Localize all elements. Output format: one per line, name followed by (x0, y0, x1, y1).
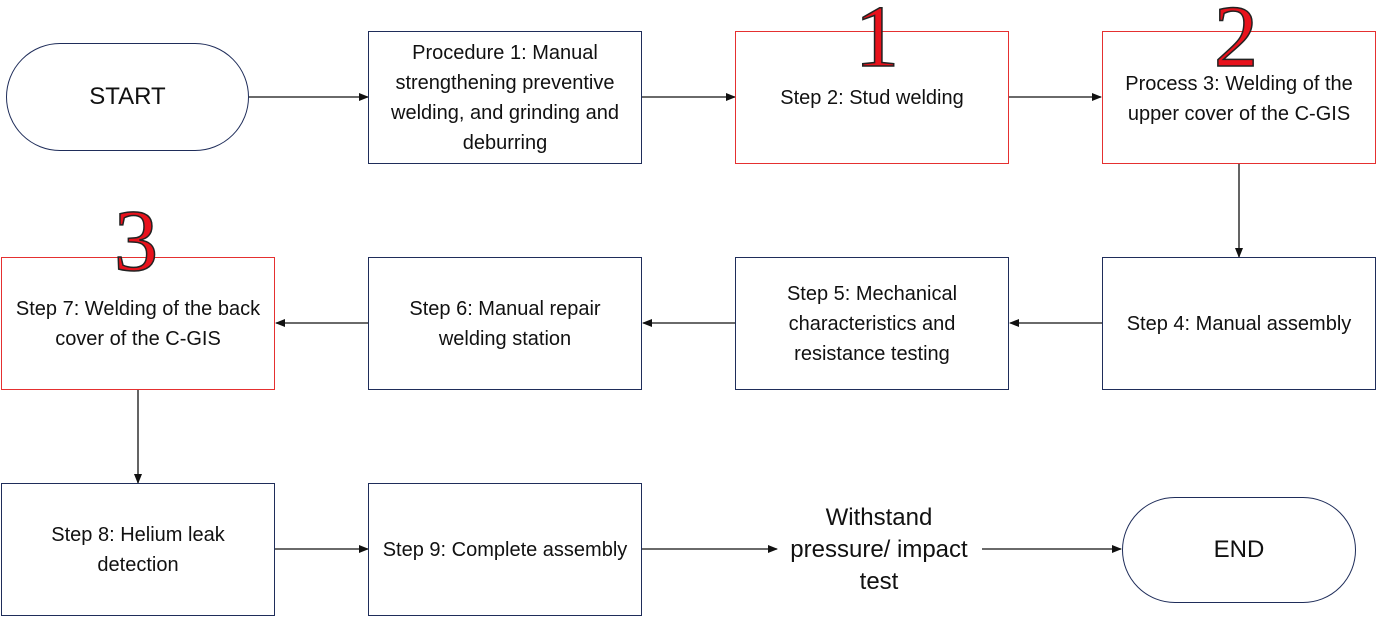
end-node: END (1122, 497, 1356, 603)
highlight-marker-2: 2 (1213, 0, 1259, 86)
start-node: START (6, 43, 249, 151)
step6-box: Step 6: Manual repair welding station (368, 257, 642, 390)
step10-label: Withstand pressure/ impact test (790, 504, 968, 595)
step1-box: Procedure 1: Manual strengthening preven… (368, 31, 642, 164)
step5-box: Step 5: Mechanical characteristics and r… (735, 257, 1009, 390)
step2-box: Step 2: Stud welding (735, 31, 1009, 164)
step8-box: Step 8: Helium leak detection (1, 483, 275, 616)
highlight-marker-1: 1 (854, 0, 900, 86)
step9-box: Step 9: Complete assembly (368, 483, 642, 616)
highlight-marker-3: 3 (113, 193, 159, 290)
step3-box: Process 3: Welding of the upper cover of… (1102, 31, 1376, 164)
step7-box: Step 7: Welding of the back cover of the… (1, 257, 275, 390)
step4-box: Step 4: Manual assembly (1102, 257, 1376, 390)
